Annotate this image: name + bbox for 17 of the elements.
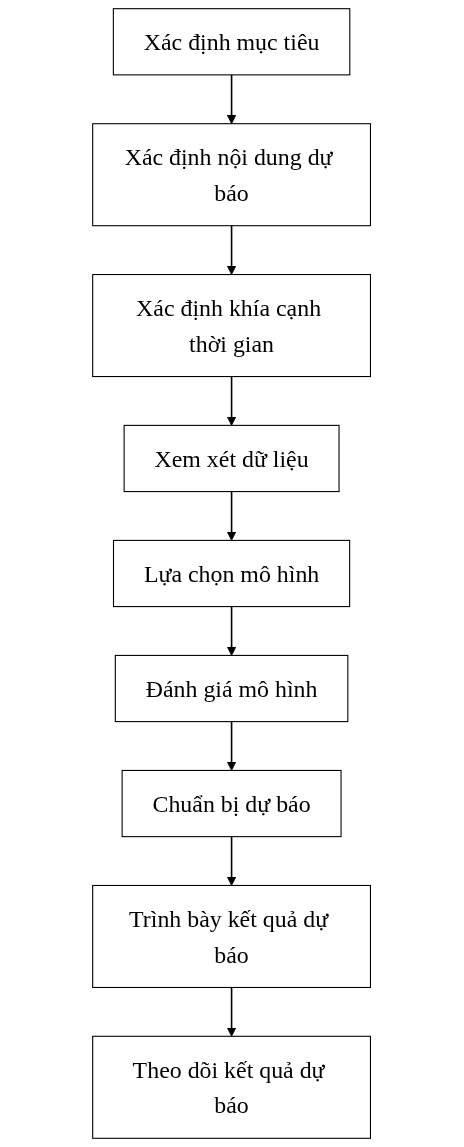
arrow [227,375,237,426]
node-box: Đánh giá mô hình [115,654,349,723]
node-box: Chuẩn bị dự báo [122,769,342,838]
arrow [227,74,237,125]
node-box: Xác định mục tiêu [113,8,351,76]
arrow [227,720,237,771]
node-box: Xác định khía cạnh thời gian [92,274,372,378]
arrow [227,490,237,541]
node-box: Xem xét dữ liệu [124,424,340,493]
node-box: Theo dõi kết quả dự báo [92,1035,372,1139]
arrow [227,605,237,656]
arrow [227,986,237,1037]
arrow [227,224,237,275]
node-box: Trình bày kết quả dự báo [92,884,372,988]
arrow [227,835,237,886]
node-box: Xác định nội dung dự báo [92,123,372,227]
node-box: Lựa chọn mô hình [113,539,351,608]
